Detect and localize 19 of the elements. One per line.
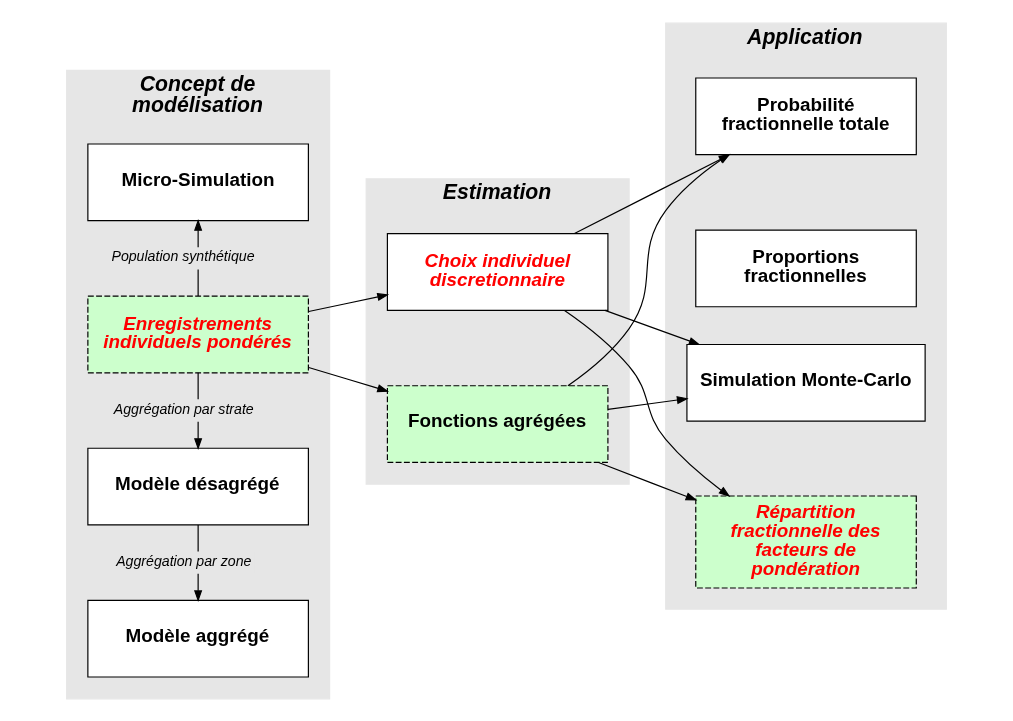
arrow: [308, 292, 390, 312]
node-box: Fonctions agrégées: [386, 384, 609, 463]
node-box: Simulation Monte-Carlo: [686, 343, 926, 422]
edge-label: Population synthétique: [111, 247, 255, 264]
arrow: [308, 366, 390, 392]
arrow: [604, 309, 701, 345]
node-box: Probabilité fractionnelle totale: [695, 76, 917, 155]
arrow: [598, 461, 698, 501]
node-box: Proportions fractionnelles: [695, 229, 917, 307]
node-box: Choix individuel discretionnaire: [386, 232, 609, 311]
node-box: Micro-Simulation: [87, 142, 309, 221]
node-box: Modèle désagrégé: [87, 447, 309, 525]
arrow: [607, 395, 689, 410]
arrow: [563, 309, 731, 497]
node-box: Enregistrements individuels pondérés: [87, 295, 309, 373]
node-box: Répartition fractionnelle des facteurs de pondération: [695, 494, 917, 589]
edge-label: Aggrégation par zone: [116, 552, 252, 569]
edge-label: Aggrégation par strate: [113, 400, 254, 417]
node-box: Modèle aggrégé: [87, 599, 309, 678]
